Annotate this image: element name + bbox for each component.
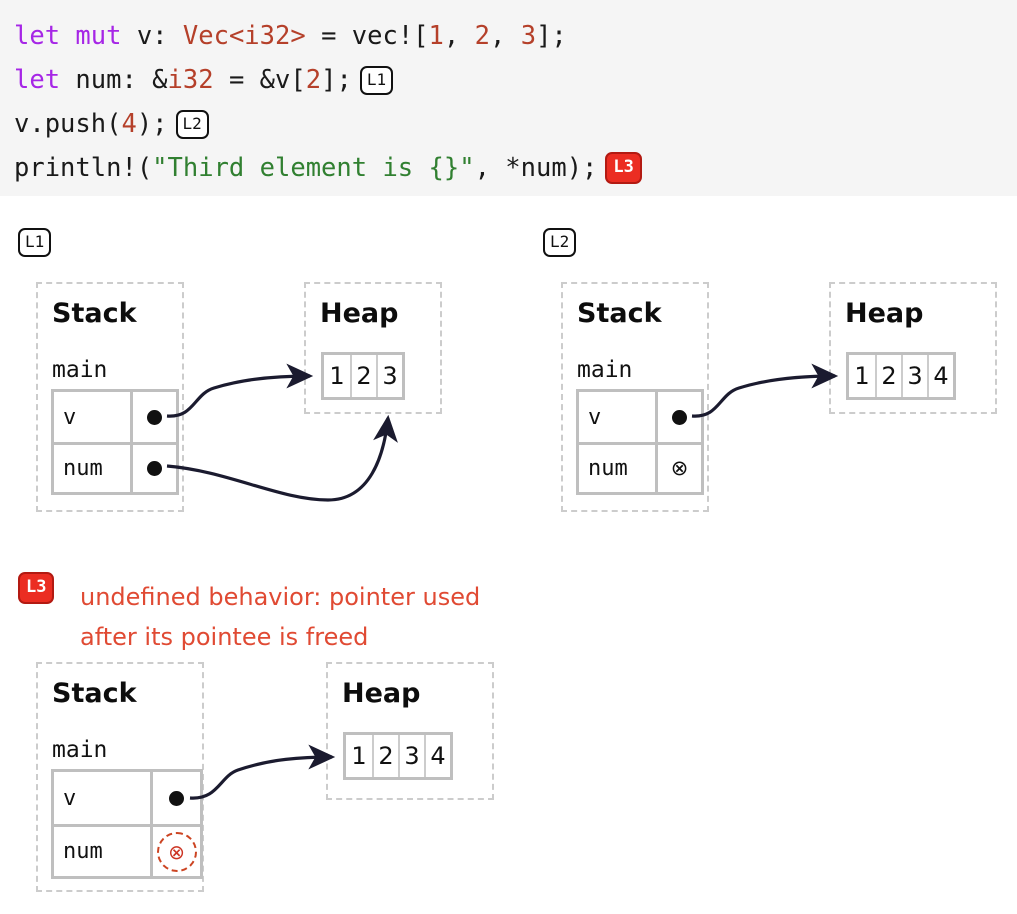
code-line-1: let mut v: Vec<i32> = vec![1, 2, 3]; [14,14,1017,58]
arrow-v-to-heap [189,744,336,800]
stack-var-value-invalid: ⊗ [655,445,701,492]
stack-row-num: num ⊗ [579,442,701,492]
stack-var-value-pointer [130,392,176,442]
stack-var-value-pointer [150,772,200,824]
code-line-badge-l1[interactable]: L1 [359,65,394,95]
code-line-badge-l2[interactable]: L2 [175,109,209,139]
heap-cell: 2 [875,355,901,397]
heap-cell: 3 [376,355,402,397]
stack-table-l3: v num ⊗ [51,769,203,879]
stack-frame-name-l1: main [52,357,108,383]
arrow-v-to-heap [166,363,314,418]
heap-title-l1: Heap [320,298,399,329]
code-line-4: println!("Third element is {}", *num);L3 [14,146,1017,190]
heap-title-l2: Heap [845,298,924,329]
stack-frame-name-l2: main [577,357,633,383]
undefined-behavior-note: undefined behavior: pointer used after i… [80,583,481,651]
stack-var-value-pointer [655,392,701,442]
diagram-badge-l3: L3 [18,572,55,604]
heap-region-l1 [304,282,442,414]
code-token: = &v[ [213,65,306,95]
diagram-badge-l2: L2 [543,228,577,257]
heap-cell: 2 [350,355,376,397]
heap-cell: 2 [372,735,398,777]
heap-title-l3: Heap [342,678,421,709]
invalid-pointer-icon: ⊗ [670,456,689,480]
dangling-pointer-icon: ⊗ [168,839,185,864]
diagram-l3: L3 undefined behavior: pointer used afte… [18,572,578,912]
stack-title-l3: Stack [52,678,137,709]
stack-var-value-pointer [130,445,176,492]
stack-var-name: v [63,404,77,430]
code-token: "Third element is {}" [152,153,475,183]
stack-frame-name-l3: main [52,737,108,763]
stack-var-name: v [63,785,77,811]
heap-cell: 4 [424,735,450,777]
code-token: ); [136,109,168,139]
arrow-v-to-heap [691,363,839,418]
stack-row-num: num ⊗ [54,824,200,876]
heap-cells-l1: 1 2 3 [321,352,405,400]
code-token: i32 [167,65,214,95]
diagram-l2: L2 Stack main v num ⊗ Heap 1 2 3 4 [543,228,1013,518]
code-line-3: v.push(4);L2 [14,102,1017,146]
code-token: , [489,21,521,51]
stack-var-name: num [63,456,103,481]
heap-cells-l2: 1 2 3 4 [846,352,956,400]
code-line-badge-l3[interactable]: L3 [605,152,642,184]
code-token: v.push( [14,109,122,139]
heap-cell: 3 [398,735,424,777]
code-token: 3 [520,21,537,51]
code-token: 2 [474,21,490,51]
badge-label[interactable]: L2 [543,228,577,257]
stack-row-v: v [54,392,176,442]
arrow-num-to-elem3 [166,414,398,502]
heap-cells-l3: 1 2 3 4 [343,732,453,780]
code-block: let mut v: Vec<i32> = vec![1, 2, 3]; let… [0,0,1017,196]
diagram-l1: L1 Stack main v num Heap 1 2 3 [18,228,488,518]
stack-row-num: num [54,442,176,492]
code-token: v: [136,21,183,51]
code-token: println!( [14,153,153,183]
code-token: 2 [305,65,322,95]
heap-region-l2 [829,282,997,414]
heap-cell: 1 [854,362,870,390]
code-token: = vec![ [305,21,429,51]
stack-var-name: num [588,456,628,481]
stack-var-value-dead: ⊗ [150,827,200,876]
code-token: let [14,65,76,95]
badge-label[interactable]: L1 [18,228,52,257]
stack-title-l1: Stack [52,298,137,329]
code-token: 4 [121,109,137,139]
dangling-pointer-ring-icon: ⊗ [156,831,197,872]
code-line-2: let num: &i32 = &v[2];L1 [14,58,1017,102]
stack-var-name: num [63,839,103,864]
heap-cell: 1 [329,362,345,390]
code-token: Vec<i32> [182,21,306,51]
code-token: ]; [536,21,567,51]
code-token: , [443,21,475,51]
stack-title-l2: Stack [577,298,662,329]
code-token: let mut [14,21,137,51]
heap-cell: 4 [927,355,953,397]
code-token: 1 [428,21,444,51]
pointer-dot-icon [169,790,184,806]
badge-label[interactable]: L3 [18,572,55,604]
heap-cell: 1 [351,742,367,770]
heap-region-l3 [326,662,494,800]
code-token: num: & [75,65,168,95]
stack-table-l1: v num [51,389,179,495]
pointer-dot-icon [147,461,162,476]
stack-row-v: v [579,392,701,442]
code-token: , *num); [474,153,598,183]
code-token: ]; [321,65,352,95]
pointer-dot-icon [672,409,687,425]
stack-var-name: v [588,404,602,430]
diagram-badge-l1: L1 [18,228,52,257]
pointer-dot-icon [147,409,162,425]
stack-table-l2: v num ⊗ [576,389,704,495]
stack-row-v: v [54,772,200,824]
heap-cell: 3 [901,355,927,397]
